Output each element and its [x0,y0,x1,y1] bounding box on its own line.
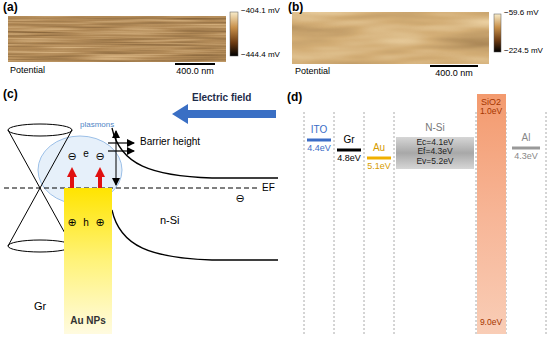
material-label: Gr [34,300,46,313]
panel-letter: (c) [3,88,18,102]
node-text: Ev=5.2eV [416,157,453,167]
node-text: Ec=4.1eV [416,138,453,148]
scale-bar [175,63,215,65]
barrier-arrow [116,131,117,185]
sio2-band: SiO21.0eV 9.0eV [477,94,506,334]
electron-flow-arrow [108,142,134,143]
energy-value: 4.3eV [514,151,538,161]
material-label: ITO [311,124,327,136]
column-separators [304,112,546,335]
node-text: SiO2 [481,97,501,107]
fermi-level [4,188,258,189]
panel-letter: (d) [287,91,302,105]
colorbar-min: −224.5 mV [504,46,543,55]
work-function-level [307,139,331,142]
node-text: 1.0eV [480,107,502,117]
plasmon-label: plasmons [80,120,114,129]
colorbar-max: −59.6 mV [504,8,538,17]
energy-value: 4.4eV [307,143,331,153]
field-arrow [172,104,276,124]
work-function-level [337,149,361,152]
material-label: Gr [343,134,354,146]
work-function-level [512,147,540,150]
fermi-label: EF [262,182,275,194]
node-text: N-Si [425,122,444,134]
node-text: Au NPs [70,315,106,327]
dirac-cone [8,240,72,252]
charge-symbol: ⊖ [67,150,76,163]
carrier-label: h [83,217,89,229]
electron-flow-arrow [108,150,134,151]
au-nanoparticle-region: Au NPs [64,188,112,334]
potential-map [8,16,226,62]
scale-label: 400.0 nm [435,68,473,78]
node-text: 9.0eV [480,318,502,328]
charge-symbol: ⊖ [235,192,244,205]
node-text: Ef=4.3eV [417,147,452,157]
colorbar [494,14,501,52]
panel-letter: (a) [3,1,18,15]
material-label: n-Si [160,214,180,227]
band-gap-region: Ec=4.1eVEf=4.3eVEv=5.2eV [396,137,474,169]
channel-label: Potential [295,66,330,76]
channel-label: Potential [10,65,45,75]
barrier-label: Barrier height [140,136,200,148]
charge-symbol: ⊕ [95,216,104,229]
colorbar-min: −444.4 mV [241,50,280,59]
charge-symbol: ⊖ [95,150,104,163]
valence-band [112,210,278,260]
potential-map [292,12,489,64]
material-label: Al [522,132,531,144]
charge-symbol: ⊕ [67,216,76,229]
conduction-band [112,128,278,178]
scale-label: 400.0 nm [176,66,214,76]
energy-value: 4.8eV [337,153,361,163]
colorbar-max: −404.1 mV [241,6,280,15]
dirac-cone [8,124,72,136]
dirac-cone [8,188,72,246]
colorbar [230,12,238,56]
material-label: Au [373,142,385,154]
field-label: Electric field [192,92,251,104]
n-si-band: N-SiEc=4.1eVEf=4.3eVEv=5.2eV [396,122,474,169]
panel-letter: (b) [288,1,303,15]
work-function-level [367,157,391,160]
dirac-cone [8,130,72,188]
scale-bar [430,65,478,67]
carrier-label: e [83,148,89,160]
energy-value: 5.1eV [367,161,391,171]
